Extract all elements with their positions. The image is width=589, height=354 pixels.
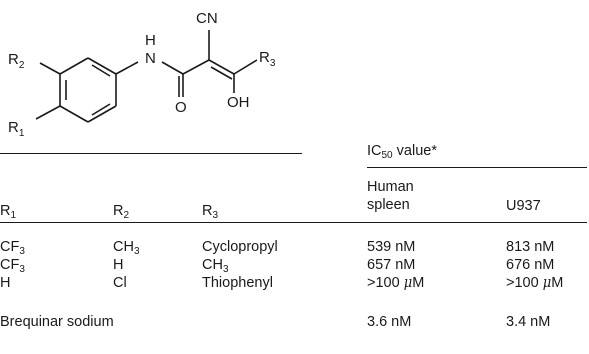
brequinar-spleen: 3.6 nM xyxy=(367,314,412,330)
r1-label: R1 xyxy=(8,119,25,139)
row3-r2: Cl xyxy=(113,275,127,291)
col-header-r3: R3 xyxy=(202,203,219,221)
r2-label: R2 xyxy=(8,51,25,71)
h-label: H xyxy=(145,32,156,49)
row1-spleen: 539 nM xyxy=(367,239,416,255)
bonds xyxy=(35,30,258,120)
row1-r3: Cyclopropyl xyxy=(202,239,278,255)
o-label: O xyxy=(175,99,187,116)
brequinar-u937: 3.4 nM xyxy=(506,314,551,330)
ic50-rule xyxy=(367,167,587,168)
header-rule xyxy=(0,222,587,223)
oh-label: OH xyxy=(227,94,250,111)
ic50-header: IC50 value* xyxy=(367,143,437,161)
n-label: N xyxy=(145,50,156,67)
r3-label: R3 xyxy=(259,49,276,69)
row3-r1: H xyxy=(0,275,11,291)
row3-spleen: >100 μM xyxy=(367,275,425,291)
brequinar-label: Brequinar sodium xyxy=(0,314,114,330)
col-header-human: Human xyxy=(367,179,414,195)
structure-rule xyxy=(0,153,302,154)
col-header-r1: R1 xyxy=(0,203,17,221)
row3-r3: Thiophenyl xyxy=(202,275,273,291)
row2-r1: CF3 xyxy=(0,257,25,275)
col-header-spleen: spleen xyxy=(367,197,410,213)
col-header-u937: U937 xyxy=(506,198,541,214)
cn-label: CN xyxy=(196,10,218,27)
row2-r3: CH3 xyxy=(202,257,229,275)
row1-r1: CF3 xyxy=(0,239,25,257)
row3-u937: >100 μM xyxy=(506,275,564,291)
row2-r2: H xyxy=(113,257,124,273)
row2-spleen: 657 nM xyxy=(367,257,416,273)
row2-u937: 676 nM xyxy=(506,257,555,273)
col-header-r2: R2 xyxy=(113,203,130,221)
chemical-structure: CN R3 R2 R1 H N O OH xyxy=(8,10,276,139)
benzene-ring xyxy=(59,57,117,123)
row1-u937: 813 nM xyxy=(506,239,555,255)
row1-r2: CH3 xyxy=(113,239,140,257)
